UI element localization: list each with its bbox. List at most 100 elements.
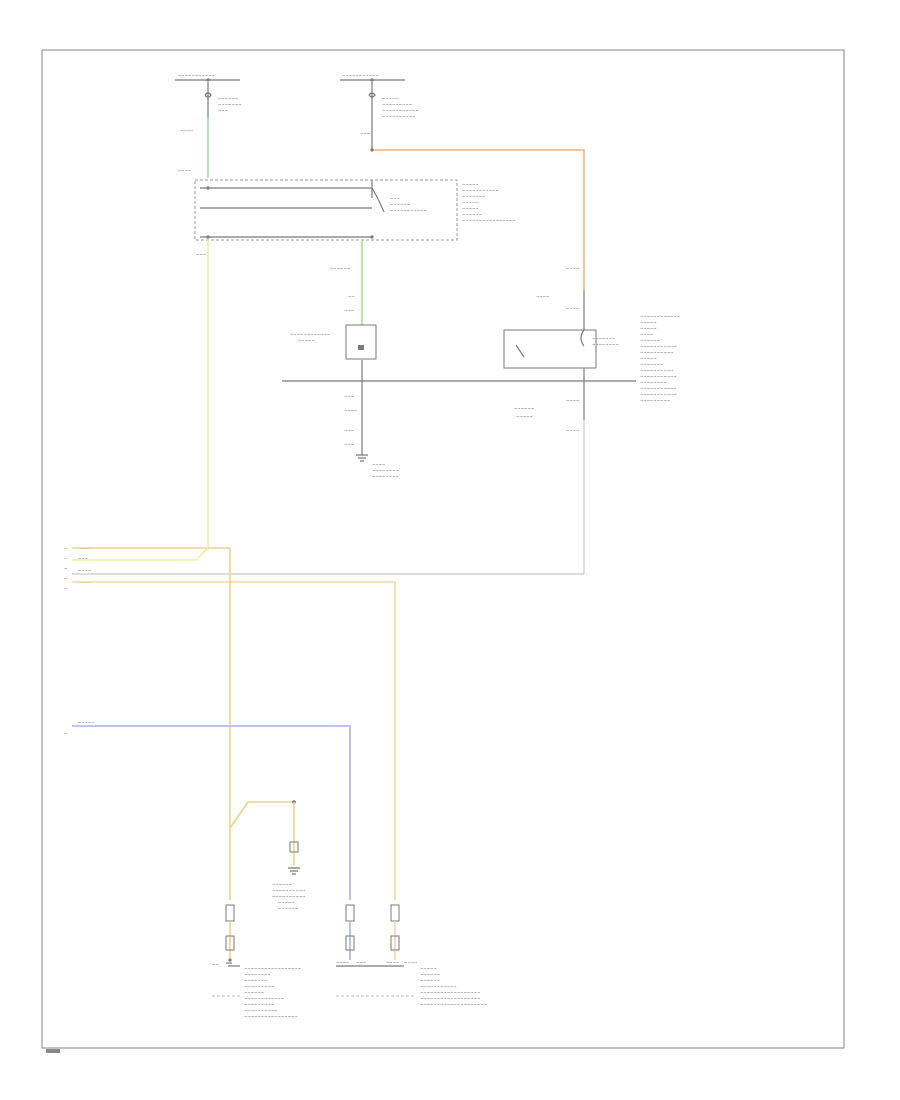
svg-text:~~~: ~~~ — [344, 428, 354, 433]
svg-text:~~~~~: ~~~~~ — [420, 966, 437, 971]
svg-text:~~~~~~~~~: ~~~~~~~~~ — [640, 398, 670, 403]
top-bus-left: ~~~~~~~~~~~ ~~~~~~ ~~~~~~~ ~~~ — [175, 73, 241, 113]
diagram-frame — [41, 49, 845, 1049]
svg-text:~~~: ~~~ — [356, 960, 366, 965]
svg-text:~: ~ — [64, 566, 67, 571]
svg-text:~~~: ~~~ — [344, 442, 354, 447]
svg-text:~: ~ — [64, 556, 67, 561]
pressure-switch-component: ~~~~ ~~~~ ~~~~ ~~~~~~~ ~~~~~~~~ ~~~~~~~~… — [503, 266, 680, 403]
svg-text:~~~~~~~~: ~~~~~~~~ — [244, 972, 271, 977]
svg-text:~~~~~~~~~~: ~~~~~~~~~~ — [272, 888, 306, 893]
svg-text:~~~~~~~~~~~: ~~~~~~~~~~~ — [462, 188, 499, 193]
svg-text:~: ~ — [64, 586, 67, 591]
bottom-connector-mid — [345, 904, 355, 960]
wire-green-compressor: ~~~~~~ ~~ ~~~ — [330, 240, 363, 325]
svg-text:~~~~~~~~~~~~~~~~: ~~~~~~~~~~~~~~~~ — [462, 218, 516, 223]
svg-text:~~~~: ~~~~ — [566, 266, 579, 271]
svg-text:~~~~~~~: ~~~~~~~ — [592, 336, 615, 341]
svg-text:~~~~~~~: ~~~~~~~ — [244, 978, 267, 983]
svg-text:~~~~~: ~~~~~ — [382, 96, 399, 101]
svg-text:~~~: ~~~ — [196, 252, 206, 257]
svg-text:~~~~~~~~~~~: ~~~~~~~~~~~ — [342, 73, 379, 78]
svg-text:~~: ~~ — [212, 962, 219, 967]
svg-text:~~~~~~~~~~: ~~~~~~~~~~ — [244, 1008, 278, 1013]
svg-text:~~~~: ~~~~ — [536, 294, 549, 299]
svg-text:~~~~~~~~~~~~: ~~~~~~~~~~~~ — [244, 996, 284, 1001]
wire-dark-yellow: ~~~~~~ ~~~~~~~~~~ ~~~~~~~~~~ ~~~~~ ~~~~~… — [229, 548, 306, 911]
harness-connector: ~ ~ ~ ~ ~ ~~~~ ~~~ ~~~~ ~~~~ — [64, 546, 584, 900]
svg-text:~~~~~~~~~~~~~~~~: ~~~~~~~~~~~~~~~~ — [244, 1014, 298, 1019]
svg-text:~~~~~~~: ~~~~~~~ — [218, 102, 241, 107]
svg-text:~~~~~~~~: ~~~~~~~~ — [640, 380, 667, 385]
svg-text:~~~~: ~~~~ — [386, 960, 399, 965]
svg-text:~~~: ~~~ — [344, 394, 354, 399]
svg-text:~~~~~~~~~~~: ~~~~~~~~~~~ — [382, 108, 419, 113]
fuse-right — [368, 82, 376, 118]
svg-text:~~~~~~~: ~~~~~~~ — [640, 362, 663, 367]
svg-text:~~~~~~~~~~: ~~~~~~~~~~ — [640, 368, 674, 373]
svg-text:~~~~~: ~~~~~ — [516, 414, 533, 419]
svg-text:~~: ~~ — [348, 294, 355, 299]
svg-text:~~~~~: ~~~~~ — [462, 182, 479, 187]
svg-text:~~~~: ~~~~ — [180, 128, 193, 133]
svg-text:~~~~~~~: ~~~~~~~ — [462, 194, 485, 199]
svg-text:~~~~: ~~~~ — [640, 332, 653, 337]
relay-junction-box: ~~~ ~~~~~~ ~~~~~~~~~~~ ~~~~~ ~~~~~~~~~~~… — [194, 179, 516, 241]
svg-text:~~~~~~~~~~~~~~~~~~~~: ~~~~~~~~~~~~~~~~~~~~ — [420, 1002, 487, 1007]
svg-text:~~~~: ~~~~ — [404, 960, 417, 965]
svg-text:~: ~ — [64, 731, 67, 736]
svg-text:~~~~: ~~~~ — [178, 168, 191, 173]
svg-text:~~~~~~~~: ~~~~~~~~ — [372, 468, 399, 473]
svg-text:~~~~: ~~~~ — [372, 462, 385, 467]
svg-text:~~~~~~: ~~~~~~ — [272, 882, 292, 887]
wire-green-left: ~~~~ ~~~~ — [178, 118, 209, 178]
bottom-right-component: ~~~~ ~~~ ~~~~ ~~~~ ~~~~~ ~~~~~~ ~~~~~~ ~… — [336, 960, 487, 1007]
svg-text:~~~: ~~~ — [78, 556, 88, 561]
svg-text:~~~~~: ~~~~~ — [462, 200, 479, 205]
svg-text:~~~~~~: ~~~~~~ — [278, 906, 298, 911]
svg-text:~~~~~~~~~~~~: ~~~~~~~~~~~~ — [290, 332, 330, 337]
svg-text:~~~~~~~~~~~~~~~~~~: ~~~~~~~~~~~~~~~~~~ — [420, 996, 480, 1001]
wire-orange-branch: ~~~ — [360, 118, 585, 290]
svg-text:~~~~~~~~~: ~~~~~~~~~ — [244, 1002, 274, 1007]
bottom-connector-left: ~~ — [212, 904, 235, 967]
svg-text:~~~: ~~~ — [360, 131, 370, 136]
svg-text:~~~~~~~~~~: ~~~~~~~~~~ — [272, 894, 306, 899]
svg-text:~~~~~~~~~~~: ~~~~~~~~~~~ — [390, 208, 427, 213]
svg-text:~~~~~~~~~~~~~~~~~~: ~~~~~~~~~~~~~~~~~~ — [420, 990, 480, 995]
svg-text:~~~~~~: ~~~~~~ — [514, 406, 534, 411]
svg-text:~~~~~~~~~~~: ~~~~~~~~~~~ — [420, 984, 457, 989]
svg-text:~~~~~~: ~~~~~~ — [390, 202, 410, 207]
svg-text:~: ~ — [64, 576, 67, 581]
svg-text:~: ~ — [64, 546, 67, 551]
svg-text:~~~~~~~~~~~~: ~~~~~~~~~~~~ — [640, 314, 680, 319]
svg-text:~~~~~: ~~~~~ — [462, 206, 479, 211]
svg-text:~~~~~~~~~~~: ~~~~~~~~~~~ — [640, 392, 677, 397]
svg-text:~~~~: ~~~~ — [566, 306, 579, 311]
svg-text:~~~~: ~~~~ — [566, 398, 579, 403]
svg-text:~~~~~~~~~~~: ~~~~~~~~~~~ — [640, 386, 677, 391]
svg-text:~~~: ~~~ — [344, 308, 354, 313]
svg-text:~~~~: ~~~~ — [344, 408, 357, 413]
svg-text:~~~~~: ~~~~~ — [298, 338, 315, 343]
svg-text:~~~~~: ~~~~~ — [640, 326, 657, 331]
svg-text:~~~: ~~~ — [218, 108, 228, 113]
svg-text:~~~~~~~~~: ~~~~~~~~~ — [382, 102, 412, 107]
svg-text:~~~~: ~~~~ — [78, 568, 91, 573]
svg-text:~~~~~~~~~~~: ~~~~~~~~~~~ — [640, 344, 677, 349]
svg-text:~~~~~: ~~~~~ — [640, 356, 657, 361]
svg-text:~~~~~~: ~~~~~~ — [420, 972, 440, 977]
wire-blue: ~ ~~~~~ — [64, 720, 351, 900]
svg-text:~~~~~~~~~~: ~~~~~~~~~~ — [382, 114, 416, 119]
svg-text:~~~~~~~~~~: ~~~~~~~~~~ — [640, 350, 674, 355]
svg-text:~~~~~: ~~~~~ — [640, 320, 657, 325]
svg-text:~~~~~~: ~~~~~~ — [420, 978, 440, 983]
svg-text:~~~~~~~~~~~: ~~~~~~~~~~~ — [178, 73, 215, 78]
svg-text:~~~~~~: ~~~~~~ — [244, 990, 264, 995]
svg-text:~~~~~~~~~: ~~~~~~~~~ — [244, 984, 274, 989]
svg-text:~~~~~~~~: ~~~~~~~~ — [372, 474, 399, 479]
compressor-component: ~~~~~~~~~~~~ ~~~~~ — [290, 324, 377, 360]
compressor-ground-wire: ~~~ ~~~~ ~~~ ~~~ ~~~~ ~~~~~~~~ ~~~~~~~~ — [344, 360, 399, 479]
svg-text:~~~~: ~~~~ — [336, 960, 349, 965]
